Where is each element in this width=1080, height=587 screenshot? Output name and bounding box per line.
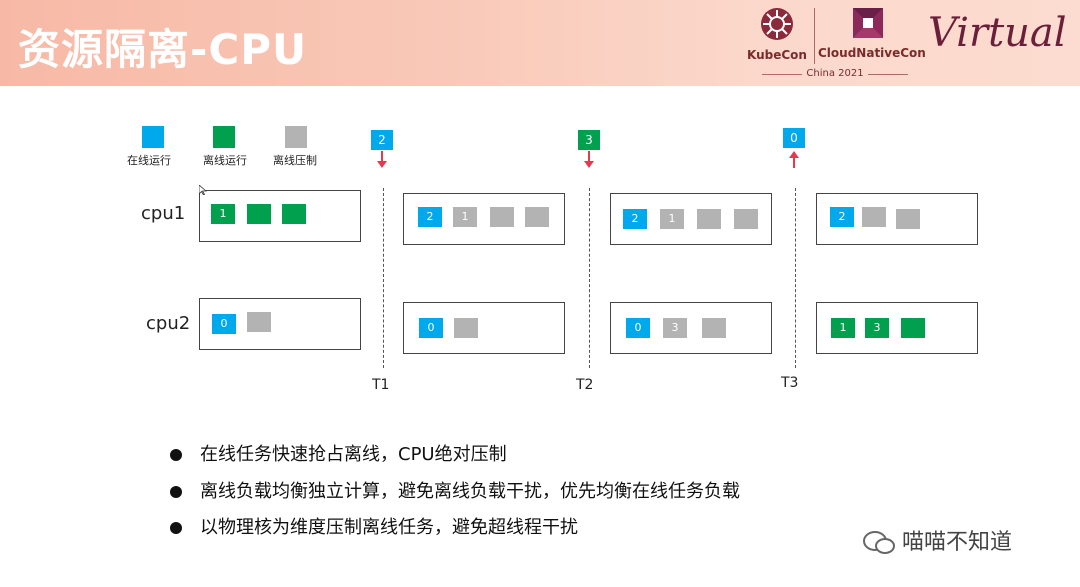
task-block: 1 [660, 209, 684, 229]
arrow-down-icon [584, 151, 594, 168]
legend-offline-run-swatch [213, 126, 235, 148]
time-label-t2: T2 [576, 377, 594, 393]
legend-offline-suppressed-label: 离线压制 [273, 154, 317, 167]
task-block: 1 [453, 207, 477, 227]
arrow-down-icon [377, 151, 387, 168]
task-block [734, 209, 758, 229]
task-block [490, 207, 514, 227]
task-block: 0 [626, 318, 650, 338]
cpu2-label: cpu2 [146, 313, 191, 334]
header-banner: 资源隔离-CPU KubeCon CloudNativeCon China 20… [0, 0, 1080, 86]
legend-offline-run-label: 离线运行 [203, 154, 247, 167]
time-label-t1: T1 [372, 377, 390, 393]
task-block: 1 [211, 204, 235, 224]
task-block: 2 [623, 209, 647, 229]
task-block [901, 318, 925, 338]
timeline-divider-t2 [589, 188, 590, 368]
bullet-item: 离线负载均衡独立计算，避免离线负载干扰，优先均衡在线任务负载 [170, 477, 740, 503]
event-marker-t1: 2 [371, 130, 393, 150]
task-block: 1 [831, 318, 855, 338]
watermark-text: 喵喵不知道 [902, 530, 1013, 555]
bullet-text: 以物理核为维度压制离线任务，避免超线程干扰 [200, 517, 578, 538]
cpu2-stage-3: 1 3 [816, 302, 978, 354]
cpu2-stage-0: 0 [199, 298, 361, 350]
bullet-text: 离线负载均衡独立计算，避免离线负载干扰，优先均衡在线任务负载 [200, 481, 740, 502]
bullet-dot-icon [170, 522, 182, 534]
bullet-text: 在线任务快速抢占离线，CPU绝对压制 [200, 444, 507, 465]
cpu2-stage-1: 0 [403, 302, 565, 354]
bullet-dot-icon [170, 486, 182, 498]
cloudnativecon-label: CloudNativeCon [818, 46, 926, 60]
cpu1-stage-2: 2 1 [610, 193, 772, 245]
watermark: 喵喵不知道 [862, 524, 1012, 556]
task-block [862, 207, 886, 227]
cpu1-label: cpu1 [141, 203, 186, 224]
task-block: 3 [663, 318, 687, 338]
task-block: 2 [830, 207, 854, 227]
slide-title: 资源隔离-CPU [18, 25, 308, 74]
cpu1-stage-1: 2 1 [403, 193, 565, 245]
task-block: 2 [418, 207, 442, 227]
task-block [454, 318, 478, 338]
task-block [697, 209, 721, 229]
cncf-icon [853, 8, 883, 38]
arrow-up-icon [789, 151, 799, 168]
task-block [247, 204, 271, 224]
cpu2-stage-2: 0 3 [610, 302, 772, 354]
cpu1-stage-0: 1 [199, 190, 361, 242]
time-label-t3: T3 [781, 375, 799, 391]
task-block: 3 [865, 318, 889, 338]
task-block [896, 209, 920, 229]
event-label: China 2021 [760, 68, 910, 79]
legend-online-swatch [142, 126, 164, 148]
cpu1-stage-3: 2 [816, 193, 978, 245]
event-marker-t3: 0 [783, 128, 805, 148]
cloudnativecon-logo: CloudNativeCon [818, 6, 926, 80]
timeline-divider-t3 [795, 188, 796, 368]
event-marker-t2: 3 [578, 130, 600, 150]
task-block: 0 [419, 318, 443, 338]
task-block: 0 [212, 314, 236, 334]
wechat-icon [863, 531, 895, 554]
kubecon-label: KubeCon [747, 48, 807, 62]
legend-online-label: 在线运行 [127, 154, 171, 167]
virtual-label: Virtual [928, 10, 1067, 56]
task-block [525, 207, 549, 227]
legend-offline-suppressed-swatch [285, 126, 307, 148]
kubecon-logo: KubeCon [742, 6, 812, 80]
kubernetes-helm-icon [761, 8, 793, 40]
bullet-dot-icon [170, 449, 182, 461]
task-block [702, 318, 726, 338]
logo-divider [814, 8, 815, 64]
task-block [282, 204, 306, 224]
task-block [247, 312, 271, 332]
bullet-item: 在线任务快速抢占离线，CPU绝对压制 [170, 440, 507, 466]
mouse-cursor-icon [199, 185, 207, 195]
bullet-item: 以物理核为维度压制离线任务，避免超线程干扰 [170, 513, 578, 539]
timeline-divider-t1 [383, 188, 384, 368]
